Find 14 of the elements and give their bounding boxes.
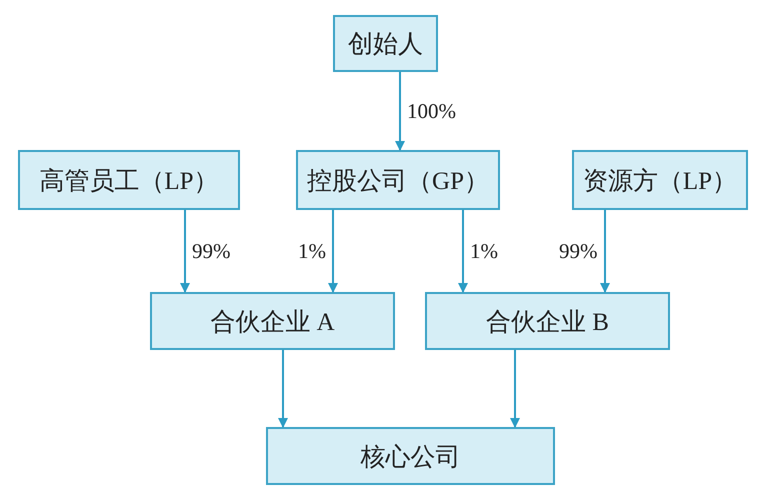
arrow bbox=[180, 210, 190, 293]
arrow bbox=[328, 210, 338, 293]
entity-box: 控股公司（GP） bbox=[296, 150, 500, 210]
entity-box: 合伙企业 A bbox=[150, 292, 395, 350]
arrow bbox=[600, 210, 610, 293]
entity-box: 高管员工（LP） bbox=[18, 150, 240, 210]
entity-box: 核心公司 bbox=[266, 427, 555, 485]
entity-box: 创始人 bbox=[333, 15, 438, 72]
arrow bbox=[458, 210, 468, 293]
entity-box: 资源方（LP） bbox=[572, 150, 748, 210]
arrow bbox=[278, 350, 288, 428]
arrow bbox=[510, 350, 520, 428]
entity-box: 合伙企业 B bbox=[425, 292, 670, 350]
arrow bbox=[395, 72, 405, 151]
